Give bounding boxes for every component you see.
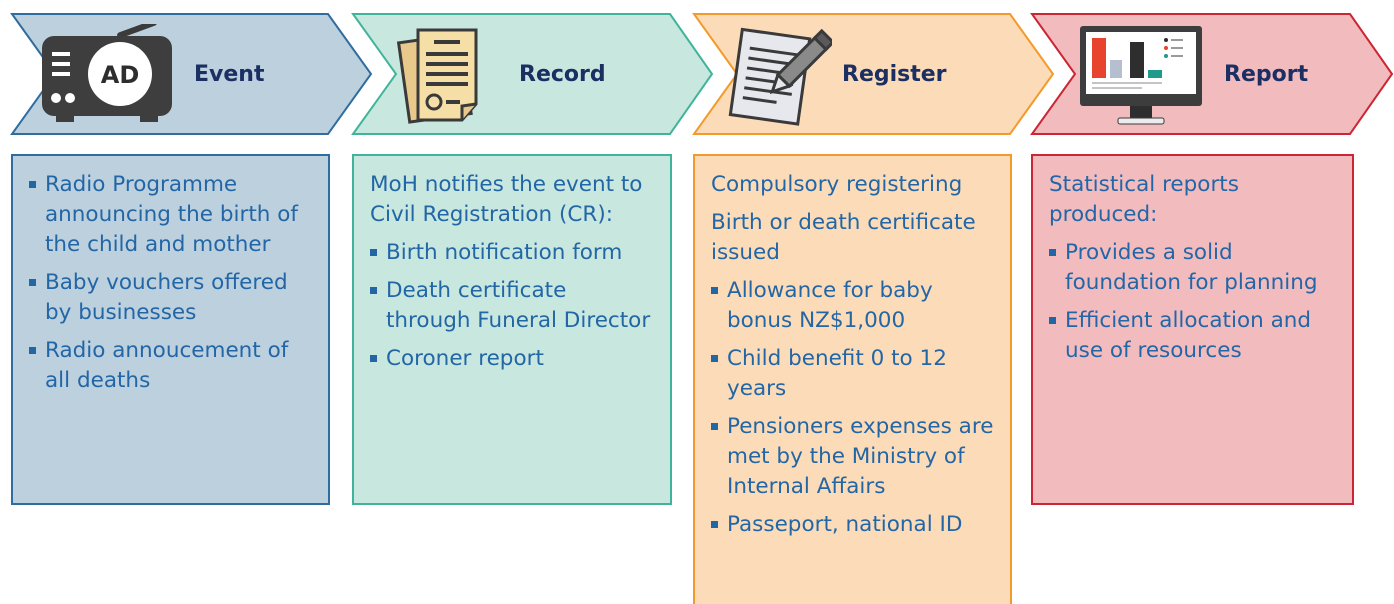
radio-icon: AD bbox=[42, 24, 172, 122]
register-bullet: Child benefit 0 to 12 years bbox=[711, 344, 996, 404]
step-label-register: Register bbox=[842, 62, 947, 87]
register-details-box: Compulsory registering Birth or death ce… bbox=[693, 154, 1012, 604]
step-label-event: Event bbox=[194, 62, 265, 87]
event-bullet-list: Radio Programme announcing the birth of … bbox=[29, 170, 314, 396]
event-details-box: Radio Programme announcing the birth of … bbox=[11, 154, 330, 505]
documents-icon bbox=[396, 28, 478, 124]
record-intro: MoH notifies the event to Civil Registra… bbox=[370, 172, 643, 227]
report-details-box: Statistical reports produced: Provides a… bbox=[1031, 154, 1354, 505]
event-bullet: Radio annoucement of all deaths bbox=[29, 336, 314, 396]
report-intro: Statistical reports produced: bbox=[1049, 172, 1239, 227]
record-bullet: Birth notification form bbox=[370, 238, 656, 268]
record-details-box: MoH notifies the event to Civil Registra… bbox=[352, 154, 672, 505]
register-intro: Birth or death certificate issued bbox=[711, 210, 976, 265]
monitor-chart-icon bbox=[1080, 26, 1202, 125]
radio-icon-text: AD bbox=[101, 61, 140, 89]
register-intro: Compulsory registering bbox=[711, 172, 963, 197]
step-label-record: Record bbox=[519, 62, 606, 87]
register-bullet: Passeport, national ID bbox=[711, 510, 996, 540]
event-bullet: Baby vouchers offered by businesses bbox=[29, 268, 314, 328]
register-bullet-list: Allowance for baby bonus NZ$1,000 Child … bbox=[711, 276, 996, 540]
register-bullet: Pensioners expenses are met by the Minis… bbox=[711, 412, 996, 502]
record-bullet: Coroner report bbox=[370, 344, 656, 374]
notepad-pencil-icon bbox=[728, 27, 832, 126]
report-bullet: Provides a solid foundation for planning bbox=[1049, 238, 1338, 298]
step-label-report: Report bbox=[1224, 62, 1309, 87]
event-bullet: Radio Programme announcing the birth of … bbox=[29, 170, 314, 260]
report-bullet: Efficient allocation and use of resource… bbox=[1049, 306, 1338, 366]
record-bullet: Death certificate through Funeral Direct… bbox=[370, 276, 656, 336]
record-bullet-list: Birth notification form Death certificat… bbox=[370, 238, 656, 374]
register-bullet: Allowance for baby bonus NZ$1,000 bbox=[711, 276, 996, 336]
report-bullet-list: Provides a solid foundation for planning… bbox=[1049, 238, 1338, 366]
